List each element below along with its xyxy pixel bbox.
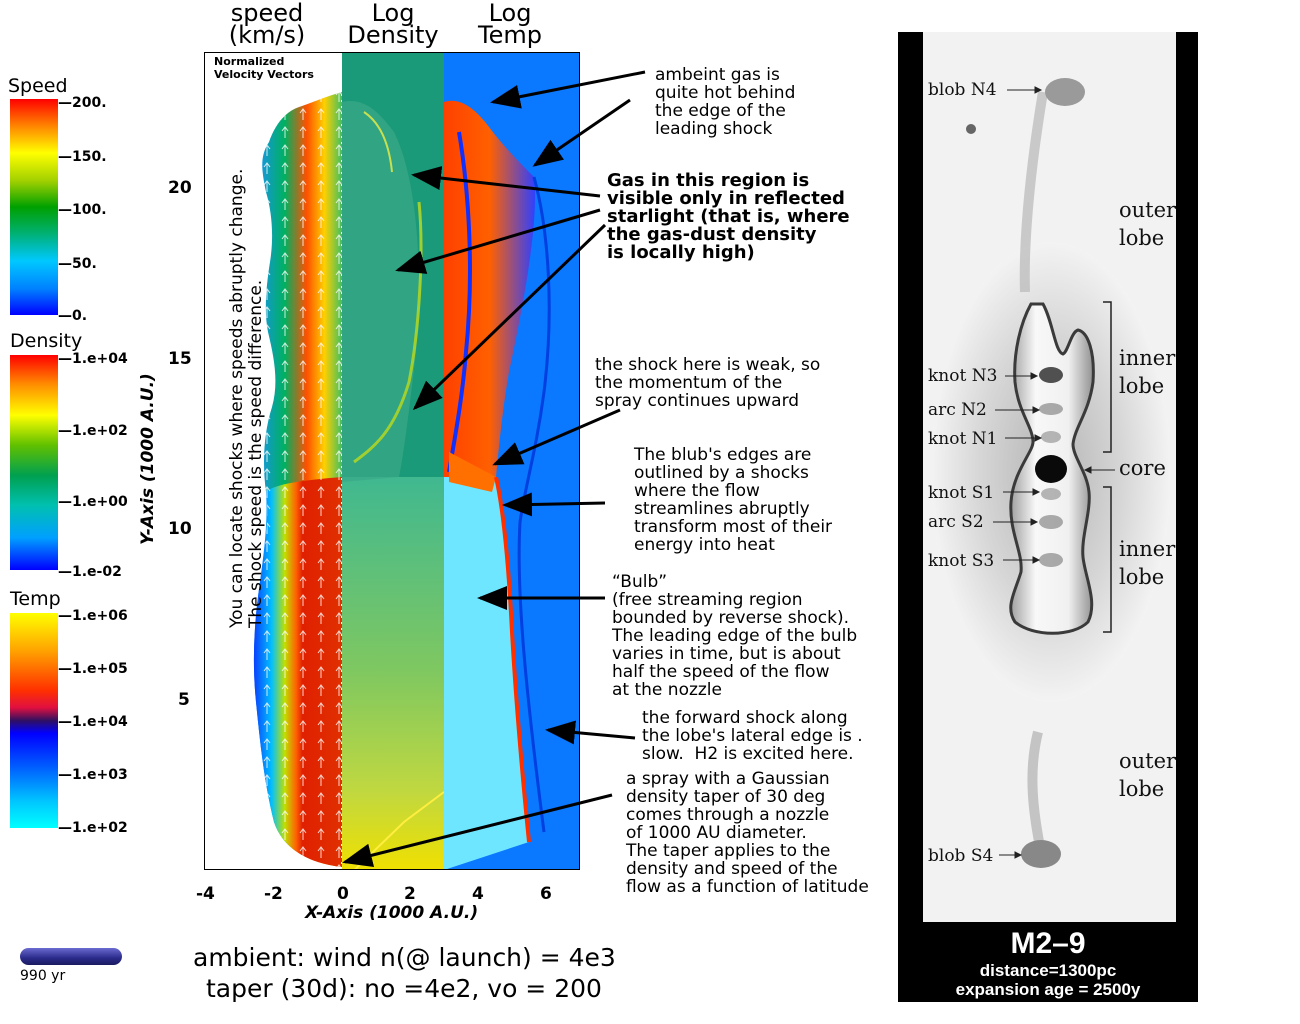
time-label: 990 yr xyxy=(20,968,66,984)
m29-nebula-image xyxy=(923,32,1176,922)
label-inner-lobe-bottom: inner lobe xyxy=(1119,537,1176,589)
taper-parameters: taper (30d): no =4e2, vo = 200 xyxy=(206,974,602,1003)
x-tick-neg2: -2 xyxy=(264,884,283,904)
label-knot-s1: knot S1 xyxy=(928,483,995,503)
temp-colorbar-title: Temp xyxy=(10,588,61,610)
label-core: core xyxy=(1119,456,1166,480)
velocity-vectors-label: Normalized Velocity Vectors xyxy=(214,55,314,81)
label-inner-lobe-top: inner lobe xyxy=(1119,346,1176,398)
density-colorbar-title: Density xyxy=(10,330,83,352)
speed-colorbar xyxy=(10,99,58,315)
annotation-forward-shock: the forward shock along the lobe's later… xyxy=(642,708,863,764)
temp-column-heading: Log Temp xyxy=(478,0,542,49)
temp-tick-1e4: —1.e+04 xyxy=(58,714,128,730)
x-tick-0: 0 xyxy=(337,884,349,904)
annotation-reflected-starlight: Gas in this region is visible only in re… xyxy=(607,170,850,263)
temp-tick-1e3: —1.e+03 xyxy=(58,767,128,783)
speed-colorbar-title: Speed xyxy=(8,75,68,97)
density-column-heading: Log Density xyxy=(347,0,439,49)
temp-tick-1e2: —1.e+02 xyxy=(58,820,128,836)
label-knot-s3: knot S3 xyxy=(928,551,995,571)
speed-tick-200: —200. xyxy=(58,95,107,111)
annotation-weak-shock: the shock here is weak, so the momentum … xyxy=(595,355,821,411)
temp-tick-1e5: —1.e+05 xyxy=(58,661,128,677)
y-tick-20: 20 xyxy=(168,178,192,198)
density-colorbar xyxy=(10,355,58,570)
temp-tick-1e6: —1.e+06 xyxy=(58,608,128,624)
x-tick-4: 4 xyxy=(472,884,484,904)
speed-tick-100: —100. xyxy=(58,202,107,218)
density-tick-1e0: —1.e+00 xyxy=(58,494,128,510)
y-tick-15: 15 xyxy=(168,349,192,369)
label-arc-s2: arc S2 xyxy=(928,512,984,532)
x-tick-neg4: -4 xyxy=(196,884,215,904)
annotation-ambient-gas: ambeint gas is quite hot behind the edge… xyxy=(655,65,796,139)
label-knot-n3: knot N3 xyxy=(928,366,998,386)
x-tick-2: 2 xyxy=(404,884,416,904)
x-axis-label: X-Axis (1000 A.U.) xyxy=(305,903,479,923)
temp-colorbar xyxy=(10,613,58,828)
density-tick-1e4: —1.e+04 xyxy=(58,351,128,367)
y-tick-5: 5 xyxy=(178,690,190,710)
speed-column-heading: speed (km/s) xyxy=(228,0,306,49)
label-blob-n4: blob N4 xyxy=(928,80,997,100)
ambient-parameters: ambient: wind n(@ launch) = 4e3 xyxy=(193,943,616,972)
label-outer-lobe-bottom: outer lobe xyxy=(1119,749,1177,801)
speed-tick-150: —150. xyxy=(58,149,107,165)
label-knot-n1: knot N1 xyxy=(928,429,998,449)
density-tick-1e-2: —1.e-02 xyxy=(58,564,122,580)
annotation-spray-nozzle: a spray with a Gaussian density taper of… xyxy=(626,769,869,897)
density-tick-1e2: —1.e+02 xyxy=(58,423,128,439)
label-blob-s4: blob S4 xyxy=(928,846,994,866)
x-tick-6: 6 xyxy=(540,884,552,904)
y-tick-10: 10 xyxy=(168,519,192,539)
annotation-bulb: “Bulb” (free streaming region bounded by… xyxy=(612,572,858,700)
m29-title: M2–9 xyxy=(1010,927,1086,960)
time-progress-bar xyxy=(20,948,122,965)
m29-distance: distance=1300pc xyxy=(979,961,1117,980)
label-arc-n2: arc N2 xyxy=(928,400,987,420)
speed-tick-50: —50. xyxy=(58,256,97,272)
m29-expansion-age: expansion age = 2500y xyxy=(955,980,1141,999)
speed-tick-0: —0. xyxy=(58,308,88,324)
label-outer-lobe-top: outer lobe xyxy=(1119,198,1177,250)
annotation-blub-edges: The blub's edges are outlined by a shock… xyxy=(634,445,833,555)
